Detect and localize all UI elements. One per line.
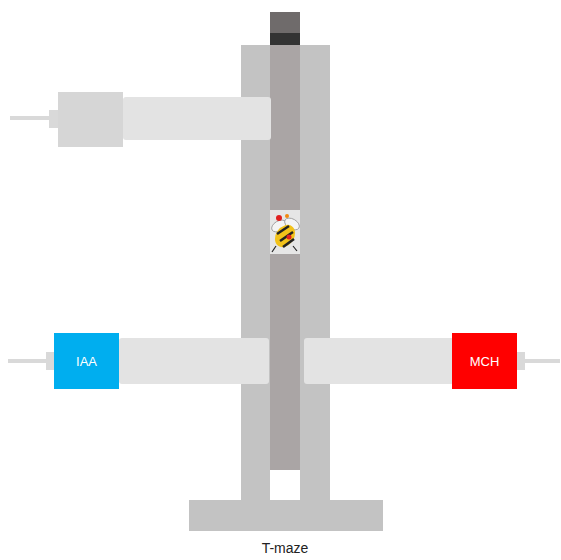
inner-tube [270,45,300,470]
figure-caption: T-maze [262,540,309,556]
odor-label: MCH [470,354,500,369]
odor-box: MCH [452,333,517,389]
bee-ground [270,210,300,254]
bee-icon [270,210,302,254]
syringe-needle [10,116,52,120]
bee-dot [276,215,282,221]
bee-leg [293,246,297,251]
odor-label: IAA [76,354,97,369]
maze-cap [270,12,300,34]
bee-stripe [283,239,294,247]
bee-dot [287,235,292,240]
bee-dot [285,214,289,218]
bee-stripe [277,226,289,234]
syringe-needle [8,359,48,363]
maze-cap-band [270,33,300,45]
side-tube [304,338,454,384]
syringe-needle [524,359,560,363]
side-tube [119,338,269,384]
bee-leg [272,246,276,252]
odor-box: IAA [54,333,119,389]
maze-base [189,500,383,531]
syringe-barrel [58,92,123,147]
syringe-connector [49,110,59,128]
side-tube [123,97,271,140]
frame-rail [300,45,330,500]
